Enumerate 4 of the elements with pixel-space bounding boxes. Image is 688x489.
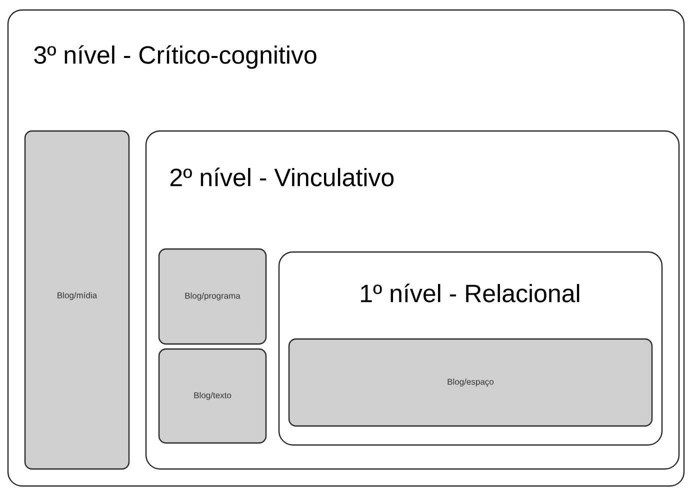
blog-box: Blog/texto — [158, 348, 267, 444]
blog-box: Blog/programa — [158, 248, 267, 345]
blog-box: Blog/espaço — [288, 338, 653, 427]
blog-box: Blog/mídia — [24, 130, 130, 470]
